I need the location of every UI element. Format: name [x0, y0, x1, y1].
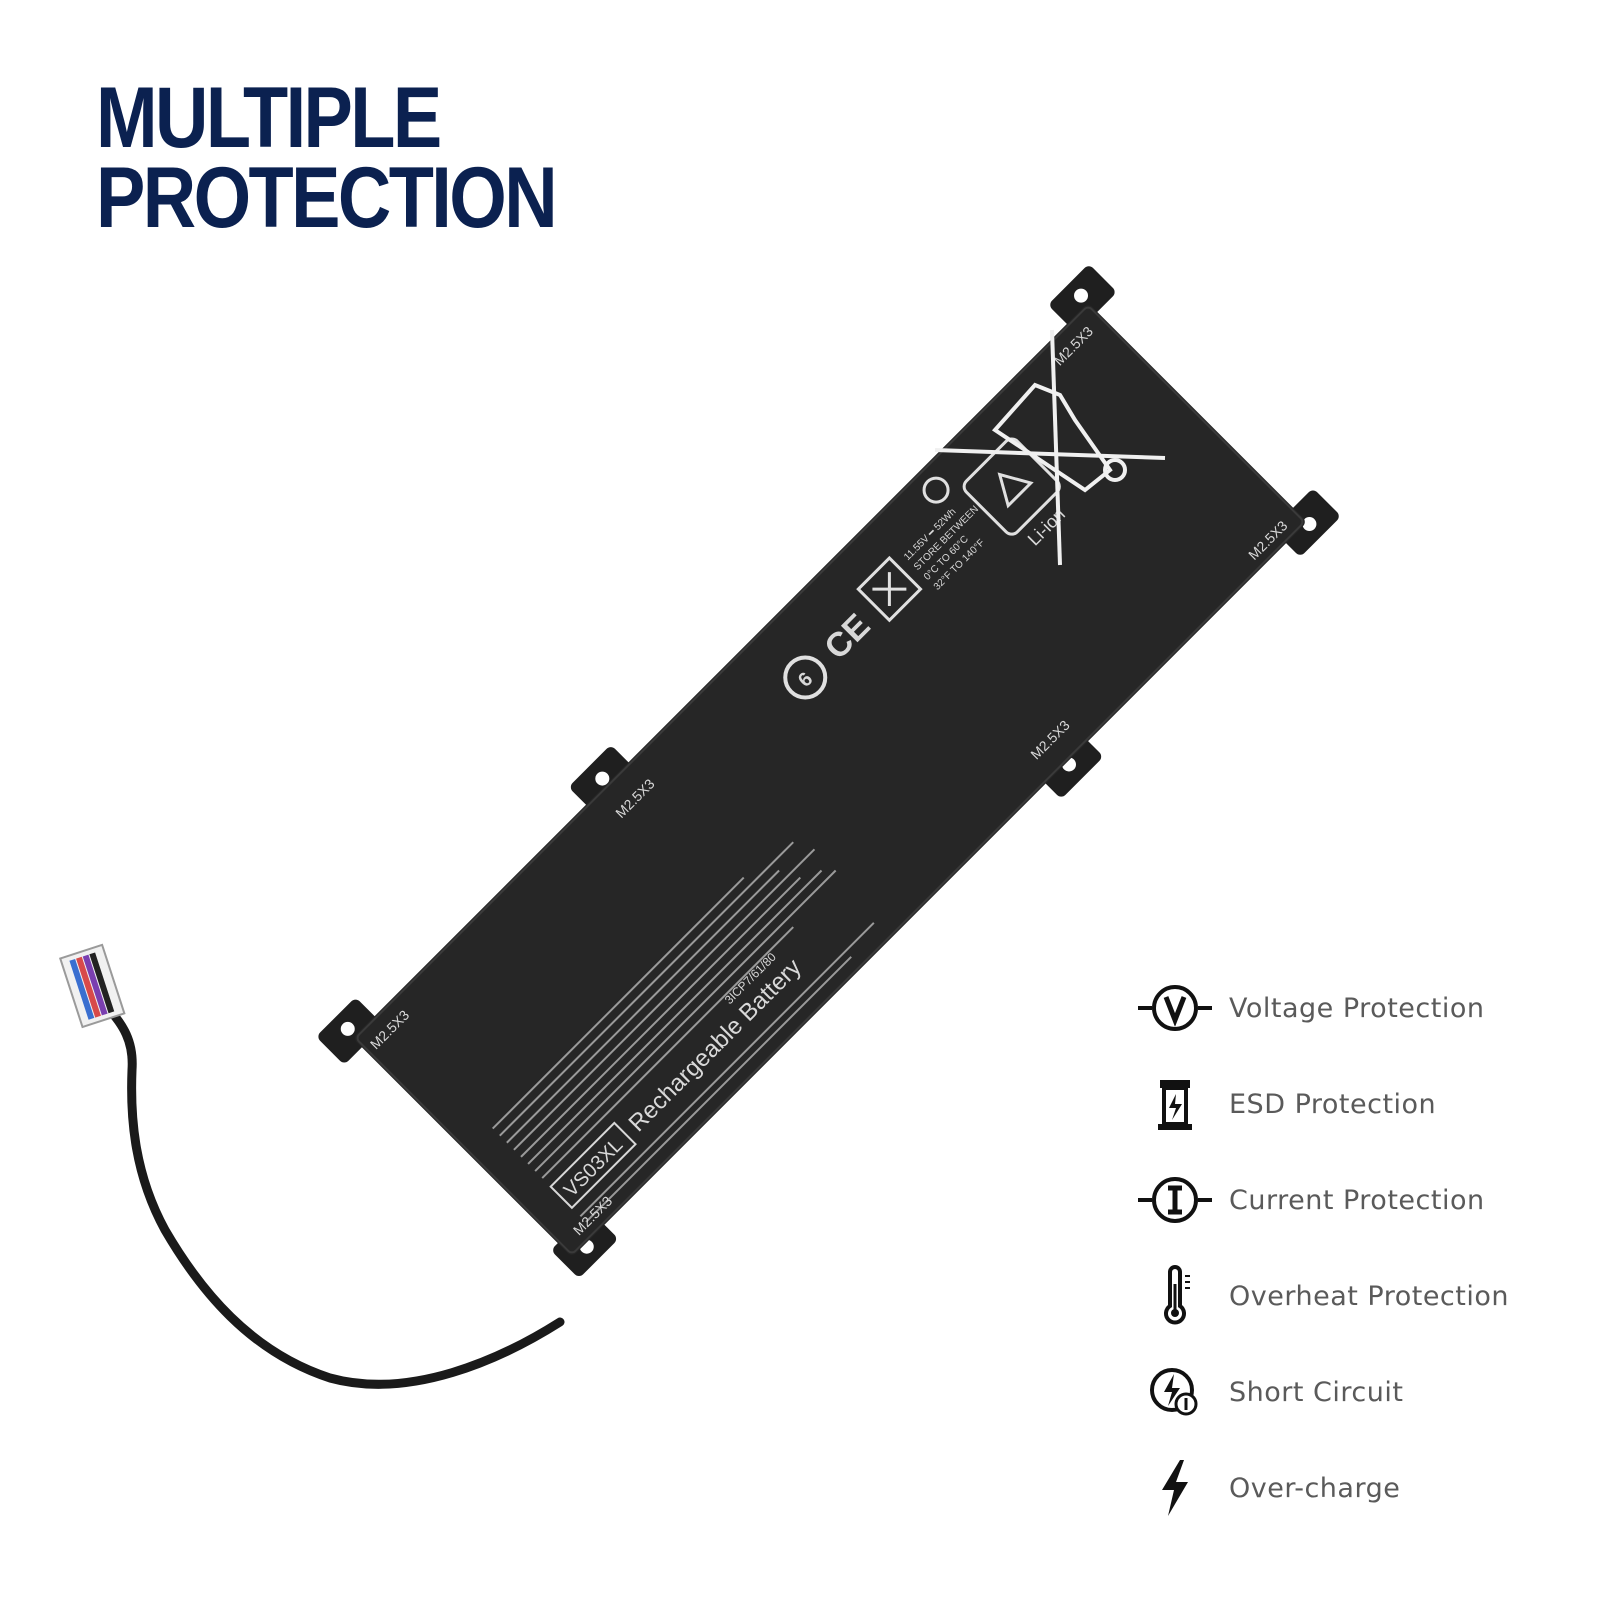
recycle-mark-icon — [783, 655, 828, 700]
voltage-icon — [1135, 973, 1215, 1043]
feature-list: Voltage Protection ESD Protection Curren… — [1135, 960, 1575, 1536]
feature-item: ESD Protection — [1135, 1056, 1575, 1152]
small-cert-icon — [922, 476, 950, 504]
esd-icon — [1135, 1069, 1215, 1139]
crossed-bin-icon — [934, 329, 1166, 566]
feature-label: Voltage Protection — [1229, 992, 1485, 1024]
thermometer-icon — [1135, 1261, 1215, 1331]
headline: MULTIPLE PROTECTION — [96, 70, 558, 246]
feature-item: Short Circuit — [1135, 1344, 1575, 1440]
short-circuit-icon — [1135, 1357, 1215, 1427]
feature-label: Overheat Protection — [1229, 1280, 1510, 1312]
current-icon — [1135, 1165, 1215, 1235]
lightning-icon — [1135, 1453, 1215, 1523]
feature-label: Over-charge — [1229, 1472, 1401, 1504]
feature-label: Current Protection — [1229, 1184, 1485, 1216]
headline-line-1: MULTIPLE — [96, 70, 442, 166]
feature-label: Short Circuit — [1229, 1376, 1404, 1408]
feature-item: Current Protection — [1135, 1152, 1575, 1248]
battery-connector — [59, 943, 126, 1029]
feature-label: ESD Protection — [1229, 1088, 1437, 1120]
li-ion-recycle-icon — [962, 437, 1061, 536]
headline-line-2: PROTECTION — [96, 150, 558, 246]
battery-body: VS03XL Rechargeable Battery 3ICP7/61/80 … — [318, 266, 1339, 1277]
feature-item: Voltage Protection — [1135, 960, 1575, 1056]
feature-item: Over-charge — [1135, 1440, 1575, 1536]
battery-cable — [105, 1005, 565, 1389]
safety-mark-icon — [856, 555, 923, 623]
feature-item: Overheat Protection — [1135, 1248, 1575, 1344]
